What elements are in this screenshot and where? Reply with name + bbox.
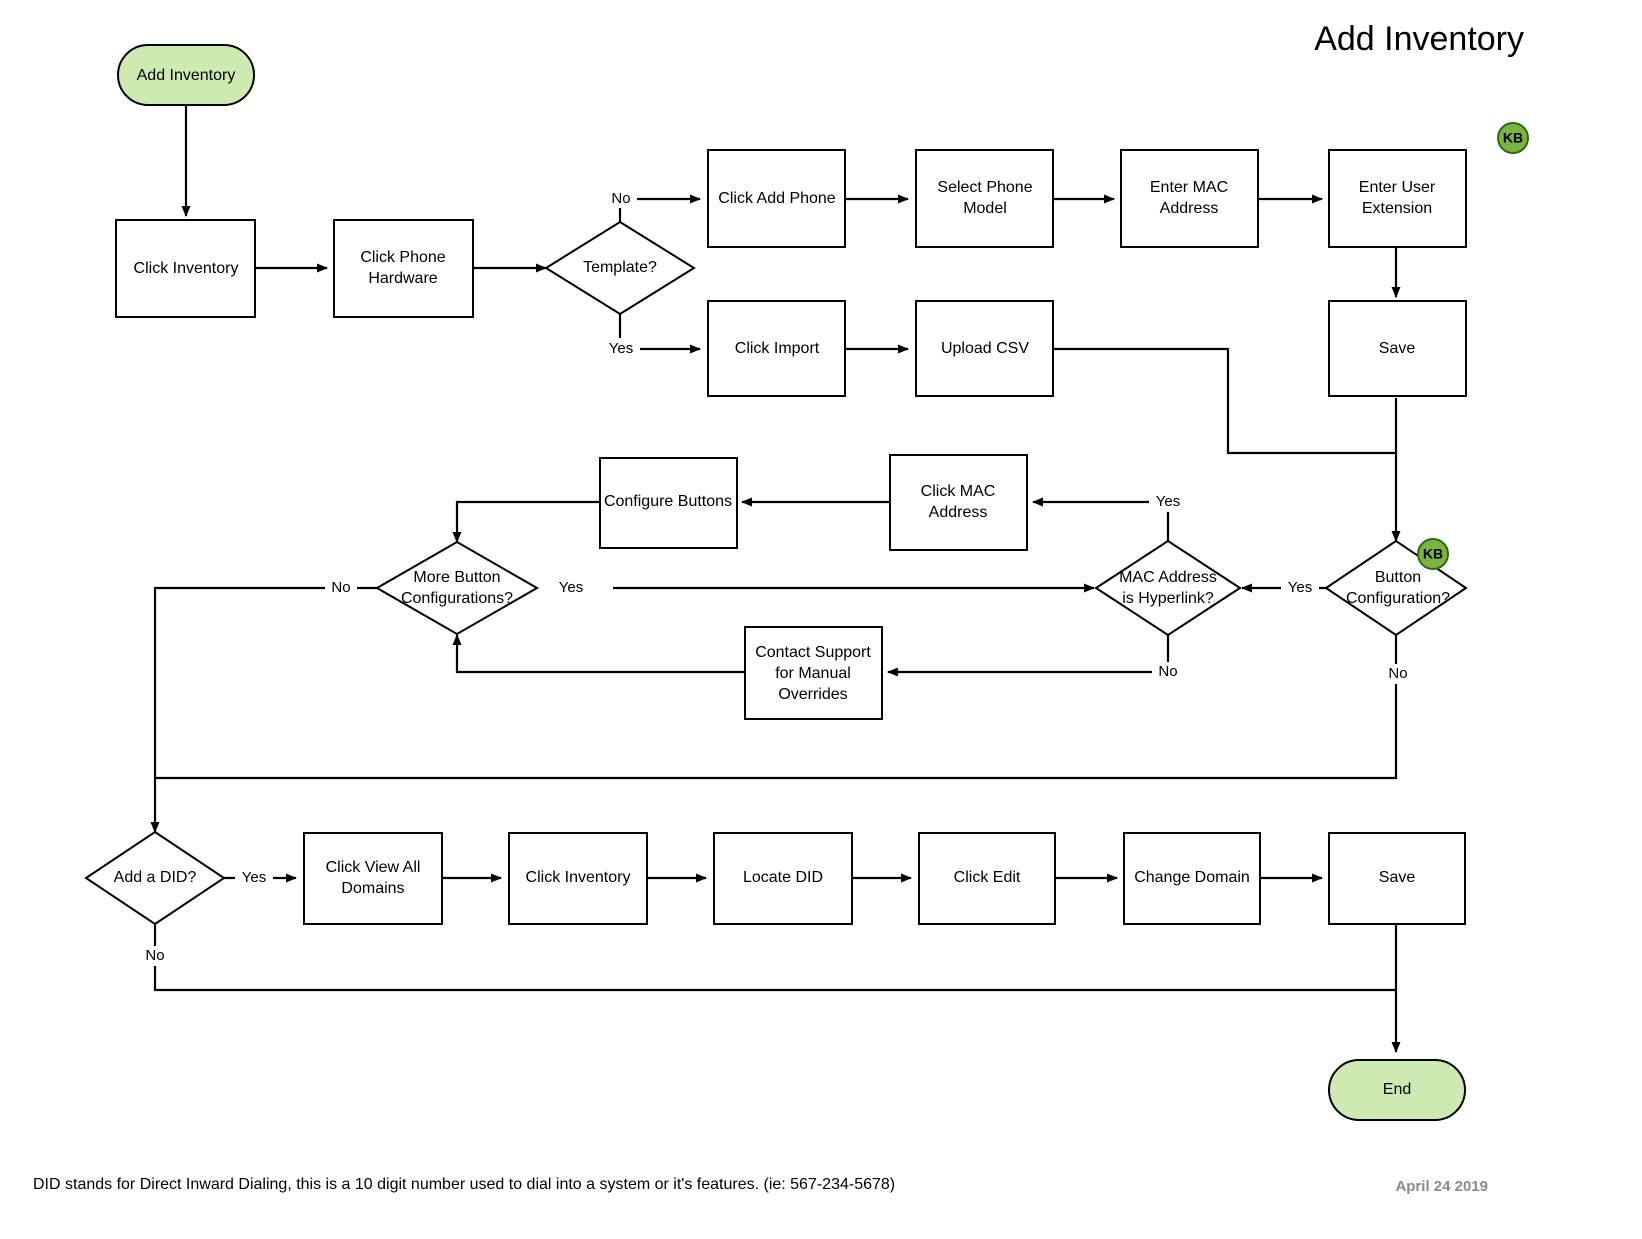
- node-enter-mac-address-label-2: Address: [1160, 200, 1219, 217]
- node-button-configuration-label-1: Button: [1375, 569, 1421, 586]
- edge-label-template-no: No: [611, 190, 630, 207]
- node-enter-user-extension[interactable]: Enter User Extension: [1328, 149, 1467, 248]
- node-change-domain[interactable]: Change Domain: [1123, 832, 1261, 925]
- kb-badge-top-right-label: KB: [1503, 130, 1523, 146]
- node-click-import-label: Click Import: [735, 340, 820, 357]
- node-click-import[interactable]: Click Import: [707, 300, 846, 397]
- node-mac-address-hyperlink[interactable]: MAC Address is Hyperlink?: [1094, 539, 1242, 637]
- node-enter-user-extension-label-2: Extension: [1362, 200, 1432, 217]
- node-contact-support-label-2: for Manual: [775, 665, 851, 682]
- node-configure-buttons-label: Configure Buttons: [604, 493, 732, 510]
- node-contact-support-label-1: Contact Support: [755, 644, 871, 661]
- edge-label-template-yes: Yes: [609, 340, 633, 357]
- node-more-button-configurations-label-2: Configurations?: [401, 590, 513, 607]
- node-upload-csv-label: Upload CSV: [941, 340, 1029, 357]
- footer-note: DID stands for Direct Inward Dialing, th…: [33, 1176, 896, 1193]
- node-click-inventory-label: Click Inventory: [134, 260, 239, 277]
- page-title: Add Inventory: [1314, 20, 1524, 58]
- node-click-inventory-2[interactable]: Click Inventory: [508, 832, 648, 925]
- node-click-view-all-domains-label-1: Click View All: [326, 859, 421, 876]
- edge-add-did-no-to-end: [153, 925, 1396, 992]
- node-save-bottom[interactable]: Save: [1328, 832, 1466, 925]
- node-template-decision[interactable]: Template?: [544, 220, 696, 316]
- node-click-add-phone-label: Click Add Phone: [718, 190, 836, 207]
- node-add-a-did-label: Add a DID?: [114, 869, 197, 886]
- node-locate-did-label: Locate DID: [743, 869, 823, 886]
- node-save-top-label: Save: [1379, 340, 1416, 357]
- kb-badge-button-configuration[interactable]: KB: [1417, 538, 1449, 570]
- node-add-a-did[interactable]: Add a DID?: [84, 830, 226, 926]
- node-click-mac-address-label-2: Address: [929, 504, 988, 521]
- node-contact-support-label-3: Overrides: [778, 686, 847, 703]
- node-mac-address-hyperlink-label-2: is Hyperlink?: [1122, 590, 1214, 607]
- node-locate-did[interactable]: Locate DID: [713, 832, 853, 925]
- edge-label-add-did-yes: Yes: [242, 869, 266, 886]
- edge-mac-hyperlink-no-to-contact-support: [887, 635, 1170, 677]
- footer-date: April 24 2019: [1395, 1178, 1488, 1195]
- edge-label-button-config-yes: Yes: [1288, 579, 1312, 596]
- node-end-label: End: [1383, 1081, 1411, 1098]
- node-click-view-all-domains[interactable]: Click View All Domains: [303, 832, 443, 925]
- node-click-mac-address-label-1: Click MAC: [921, 483, 996, 500]
- node-click-edit-label: Click Edit: [954, 869, 1021, 886]
- node-start[interactable]: Add Inventory: [117, 44, 255, 106]
- node-click-add-phone[interactable]: Click Add Phone: [707, 149, 846, 248]
- node-click-phone-hardware-label-2: Hardware: [368, 270, 437, 287]
- node-select-phone-model-label-2: Model: [963, 200, 1007, 217]
- node-button-configuration-label-2: Configuration?: [1346, 590, 1450, 607]
- node-change-domain-label: Change Domain: [1134, 869, 1250, 886]
- node-save-top[interactable]: Save: [1328, 300, 1467, 397]
- node-end[interactable]: End: [1328, 1059, 1466, 1121]
- node-mac-address-hyperlink-label-1: MAC Address: [1119, 569, 1217, 586]
- node-enter-mac-address[interactable]: Enter MAC Address: [1120, 149, 1259, 248]
- edge-label-mac-hyperlink-no: No: [1158, 663, 1177, 680]
- edge-label-group: No Yes Yes No Yes No Yes No Yes No: [139, 188, 1414, 966]
- node-click-view-all-domains-label-2: Domains: [341, 880, 404, 897]
- kb-badge-button-configuration-label: KB: [1423, 546, 1443, 562]
- edge-upload-csv-to-button-config: [1053, 347, 1396, 455]
- edge-label-mac-hyperlink-yes: Yes: [1156, 493, 1180, 510]
- edge-contact-support-to-more-config: [452, 634, 745, 674]
- edge-label-button-config-no: No: [1388, 665, 1407, 682]
- node-more-button-configurations-label-1: More Button: [413, 569, 500, 586]
- edge-label-more-config-yes: Yes: [559, 579, 583, 596]
- node-click-phone-hardware[interactable]: Click Phone Hardware: [333, 219, 474, 318]
- node-contact-support[interactable]: Contact Support for Manual Overrides: [744, 626, 883, 720]
- node-more-button-configurations[interactable]: More Button Configurations?: [374, 540, 540, 636]
- node-upload-csv[interactable]: Upload CSV: [915, 300, 1054, 397]
- node-click-edit[interactable]: Click Edit: [918, 832, 1056, 925]
- edge-more-config-no-to-add-did: [150, 586, 400, 833]
- node-select-phone-model-label-1: Select Phone: [937, 179, 1032, 196]
- node-configure-buttons[interactable]: Configure Buttons: [599, 457, 738, 549]
- edge-configure-buttons-to-more-config: [452, 500, 599, 543]
- node-click-inventory-2-label: Click Inventory: [526, 869, 631, 886]
- node-click-phone-hardware-label-1: Click Phone: [360, 249, 445, 266]
- edge-mac-hyperlink-yes-to-click-mac: [1032, 497, 1170, 541]
- node-start-label: Add Inventory: [137, 67, 236, 84]
- node-select-phone-model[interactable]: Select Phone Model: [915, 149, 1054, 248]
- node-click-mac-address[interactable]: Click MAC Address: [889, 454, 1028, 551]
- node-enter-user-extension-label-1: Enter User: [1359, 179, 1436, 196]
- node-save-bottom-label: Save: [1379, 869, 1416, 886]
- node-enter-mac-address-label-1: Enter MAC: [1150, 179, 1228, 196]
- edge-label-add-did-no: No: [145, 947, 164, 964]
- node-template-decision-label: Template?: [583, 259, 657, 276]
- kb-badge-top-right[interactable]: KB: [1497, 122, 1529, 154]
- edge-label-more-config-no: No: [331, 579, 350, 596]
- node-click-inventory[interactable]: Click Inventory: [115, 219, 256, 318]
